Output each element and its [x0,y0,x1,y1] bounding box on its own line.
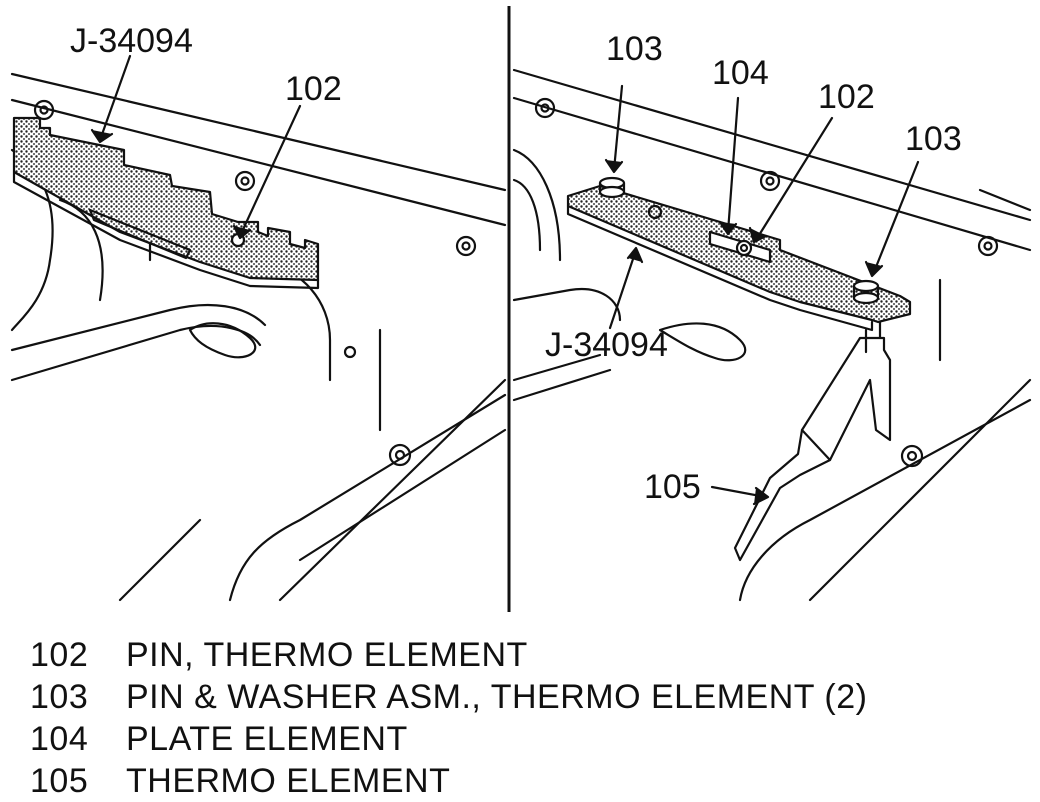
callout-left-pin: 102 [285,70,342,108]
callout-right-plate: 104 [712,54,769,92]
legend-item: 105 THERMO ELEMENT [30,760,1030,802]
right-view [512,68,1032,602]
callout-right-thermo: 105 [644,468,701,506]
legend-item: 104 PLATE ELEMENT [30,718,1030,760]
callout-right-pin-washer-left: 103 [606,30,663,68]
callout-left-tool: J-34094 [70,22,193,60]
legend-description: PLATE ELEMENT [126,720,408,758]
legend-number: 103 [30,678,89,716]
callout-right-pin-washer-right: 103 [905,120,962,158]
legend-number: 104 [30,720,89,758]
legend-description: PIN & WASHER ASM., THERMO ELEMENT (2) [126,678,868,716]
left-view [10,54,507,602]
callout-right-pin: 102 [818,78,875,116]
legend-number: 102 [30,636,89,674]
illustration [10,6,1032,612]
legend-description: THERMO ELEMENT [126,762,451,800]
legend-number: 105 [30,762,89,800]
legend-item: 102 PIN, THERMO ELEMENT [30,634,1030,676]
parts-legend: 102 PIN, THERMO ELEMENT 103 PIN & WASHER… [30,634,1030,802]
legend-item: 103 PIN & WASHER ASM., THERMO ELEMENT (2… [30,676,1030,718]
legend-description: PIN, THERMO ELEMENT [126,636,528,674]
callout-right-tool: J-34094 [545,326,668,364]
